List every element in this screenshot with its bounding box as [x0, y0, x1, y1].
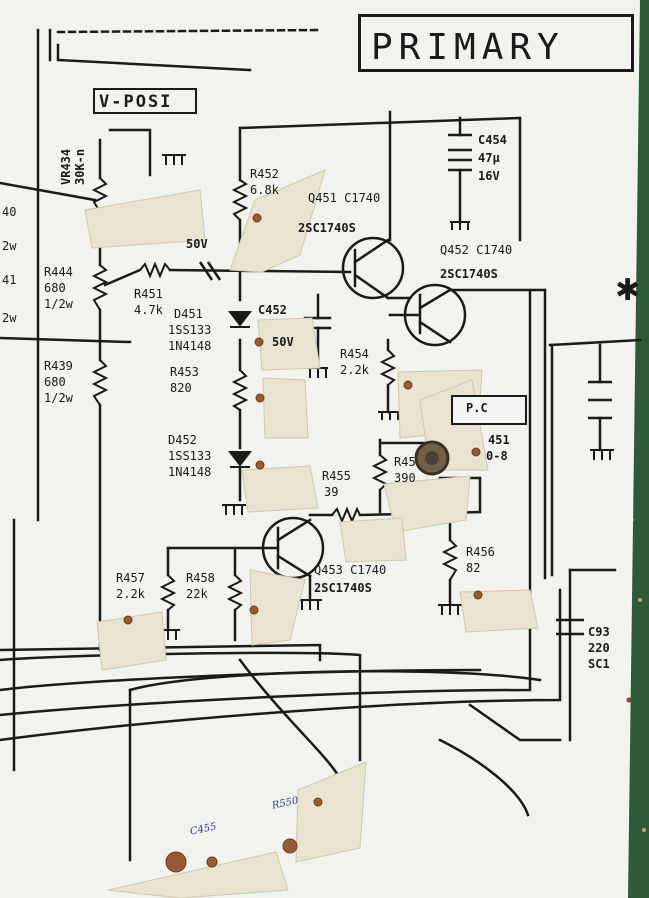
c454-voltage: 16V — [478, 169, 500, 183]
pc-label: P.C — [466, 401, 488, 415]
d452-part-1: 1SS133 — [168, 449, 212, 463]
r456-value: 82 — [466, 561, 481, 575]
q451-label: Q451 C1740 — [308, 191, 381, 205]
v-posi-label: V-POSI — [99, 92, 173, 112]
c451-label: 451 — [488, 433, 510, 447]
r458-value: 22k — [186, 587, 208, 601]
d452-label: D452 — [168, 433, 197, 447]
tape-pieces — [84, 169, 539, 898]
primary-title: PRIMARY — [371, 27, 565, 68]
r458-label: R458 — [186, 571, 215, 585]
capacitor-symbols — [198, 133, 612, 636]
q452-label: Q452 C1740 — [440, 243, 513, 257]
r444-value: 680 — [44, 281, 66, 295]
q453-label: Q453 C1740 — [314, 563, 387, 577]
r45x-label: R45 — [394, 455, 416, 469]
primary-title-box: PRIMARY — [358, 14, 634, 72]
q452-part: 2SC1740S — [440, 267, 498, 281]
r454-label: R454 — [340, 347, 369, 361]
r454-value: 2.2k — [340, 363, 369, 377]
r451-value: 4.7k — [134, 303, 163, 317]
r444-watt: 1/2w — [44, 297, 73, 311]
r45x-value: 390 — [394, 471, 416, 485]
c93-value: 220 — [588, 641, 610, 655]
r457-value: 2.2k — [116, 587, 145, 601]
diode-symbols — [227, 311, 253, 468]
resistor-symbols — [91, 177, 459, 611]
c452-label: C452 — [258, 303, 287, 317]
c452-voltage: 50V — [272, 335, 294, 349]
q451-part: 2SC1740S — [298, 221, 356, 235]
vr434-value: 30K-n — [73, 148, 87, 185]
v-posi-box: V-POSI — [93, 88, 197, 114]
d451-part-2: 1N4148 — [168, 339, 212, 353]
r455-value: 39 — [324, 485, 339, 499]
component-bits — [123, 213, 632, 873]
r453-label: R453 — [170, 365, 199, 379]
d451-part-1: 1SS133 — [168, 323, 212, 337]
r453-value: 820 — [170, 381, 192, 395]
star-mark: ✱ — [615, 273, 640, 308]
r439-watt: 1/2w — [44, 391, 73, 405]
r455-label: R455 — [322, 469, 351, 483]
edge-label-2w-b: 2w — [2, 311, 17, 325]
r452-label: R452 — [250, 167, 279, 181]
pc-sticker — [451, 395, 527, 425]
r439-label: R439 — [44, 359, 73, 373]
c454-value: 47μ — [478, 151, 500, 165]
r439-value: 680 — [44, 375, 66, 389]
r457-label: R457 — [116, 571, 145, 585]
r456-label: R456 — [466, 545, 495, 559]
vr434-label: VR434 — [59, 148, 73, 185]
c451-value: 0-8 — [486, 449, 508, 463]
edge-label-2w-a: 2w — [2, 239, 17, 253]
schematic-lines — [0, 28, 642, 862]
r452-value: 6.8k — [250, 183, 279, 197]
c93-rating: SC1 — [588, 657, 610, 671]
cap-top-voltage: 50V — [186, 237, 208, 251]
edge-label-41: 41 — [2, 273, 17, 287]
r444-label: R444 — [44, 265, 73, 279]
r451-label: R451 — [134, 287, 163, 301]
edge-label-40: 40 — [2, 205, 17, 219]
c93-label: C93 — [588, 625, 610, 639]
d451-label: D451 — [174, 307, 203, 321]
d452-part-2: 1N4148 — [168, 465, 212, 479]
c454-label: C454 — [478, 133, 507, 147]
q453-part: 2SC1740S — [314, 581, 372, 595]
